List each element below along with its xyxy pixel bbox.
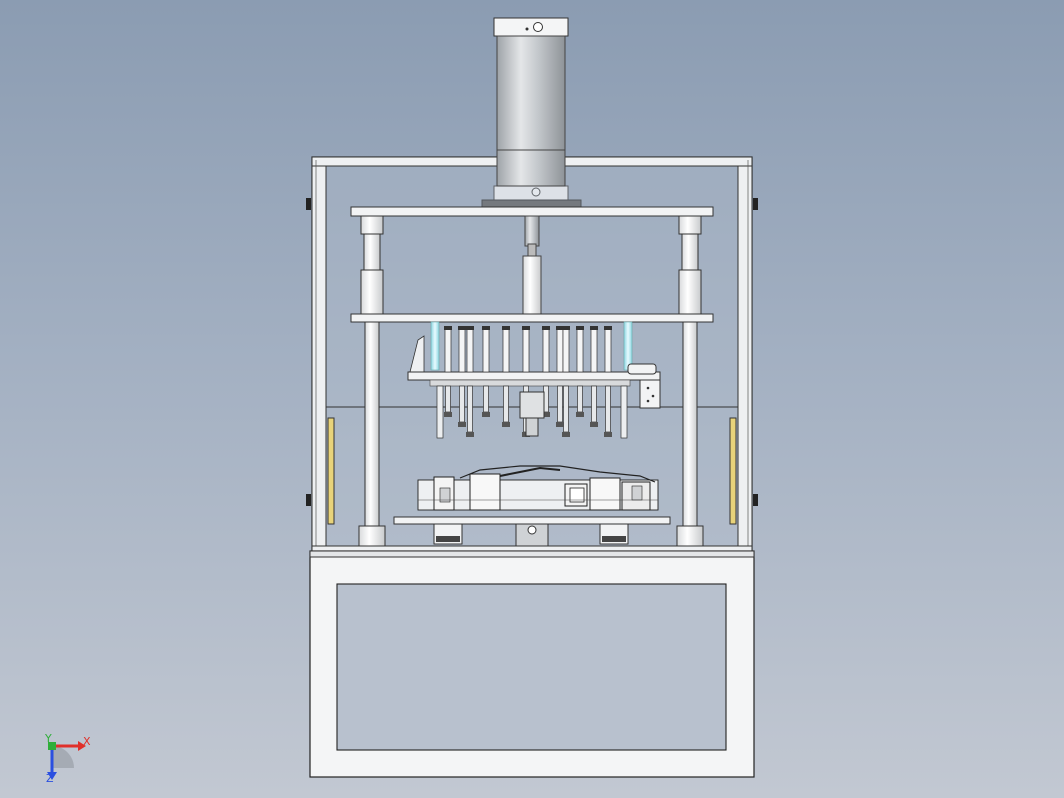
- pin-tip: [562, 432, 570, 437]
- guide-post-right[interactable]: [676, 215, 704, 547]
- pin-upper: [458, 327, 466, 373]
- pin-lower: [483, 385, 489, 413]
- pin-cap: [542, 326, 550, 330]
- press-pin-array: [436, 326, 628, 439]
- pin-tip: [576, 412, 584, 417]
- press-head[interactable]: [407, 335, 661, 409]
- pin-upper: [556, 327, 564, 373]
- cabinet-base[interactable]: [309, 550, 755, 778]
- pin-upper: [590, 327, 598, 373]
- workpiece-fixture[interactable]: [417, 465, 659, 511]
- pin-tip: [542, 412, 550, 417]
- middle-plate[interactable]: [350, 313, 714, 323]
- pin-cap: [562, 326, 570, 330]
- pin-tip: [590, 422, 598, 427]
- pin-upper: [502, 327, 510, 373]
- cabinet-panel[interactable]: [336, 583, 727, 751]
- air-cylinder[interactable]: [481, 17, 582, 208]
- enclosure-bottom-rail: [311, 545, 753, 552]
- pin-tip: [482, 412, 490, 417]
- pin-lower: [445, 385, 451, 413]
- pin-lower: [557, 385, 563, 423]
- y-axis-label: Y: [44, 732, 52, 745]
- pin-cap: [604, 326, 612, 330]
- pin-tip: [458, 422, 466, 427]
- pin-lower: [577, 385, 583, 413]
- pin-cap: [482, 326, 490, 330]
- pin-upper: [542, 327, 550, 373]
- pin-tip: [556, 422, 564, 427]
- pin-tip: [604, 432, 612, 437]
- pin-cap: [576, 326, 584, 330]
- pin-upper: [522, 327, 530, 373]
- pin-upper: [562, 327, 570, 373]
- clamp-arm: [436, 385, 444, 439]
- pin-lower: [503, 385, 509, 423]
- pin-lower: [591, 385, 597, 423]
- pin-upper: [466, 327, 474, 373]
- base-plate[interactable]: [393, 516, 671, 547]
- pin-cap: [466, 326, 474, 330]
- guide-post-left[interactable]: [358, 215, 386, 547]
- pin-tip: [444, 412, 452, 417]
- pin-tip: [502, 422, 510, 427]
- pin-upper: [604, 327, 612, 373]
- clamp-arm: [620, 385, 628, 439]
- pin-cap: [522, 326, 530, 330]
- pin-cap: [444, 326, 452, 330]
- pin-cap: [502, 326, 510, 330]
- pin-tip: [466, 432, 474, 437]
- z-axis-label: Z: [46, 772, 54, 785]
- pin-upper: [444, 327, 452, 373]
- pin-lower: [467, 385, 473, 433]
- cylinder-body: [496, 149, 566, 187]
- coordinate-triad: X Y Z: [44, 732, 91, 785]
- pin-upper: [482, 327, 490, 373]
- x-axis-label: X: [83, 735, 91, 748]
- pin-cap: [590, 326, 598, 330]
- center-press-tip: [525, 417, 539, 437]
- pin-lower: [563, 385, 569, 433]
- top-plate[interactable]: [350, 206, 714, 217]
- piston-rod: [522, 215, 542, 315]
- pin-lower: [459, 385, 465, 423]
- pin-cap: [556, 326, 564, 330]
- pin-upper: [576, 327, 584, 373]
- pin-cap: [458, 326, 466, 330]
- pin-lower: [605, 385, 611, 433]
- center-press-block: [519, 391, 545, 419]
